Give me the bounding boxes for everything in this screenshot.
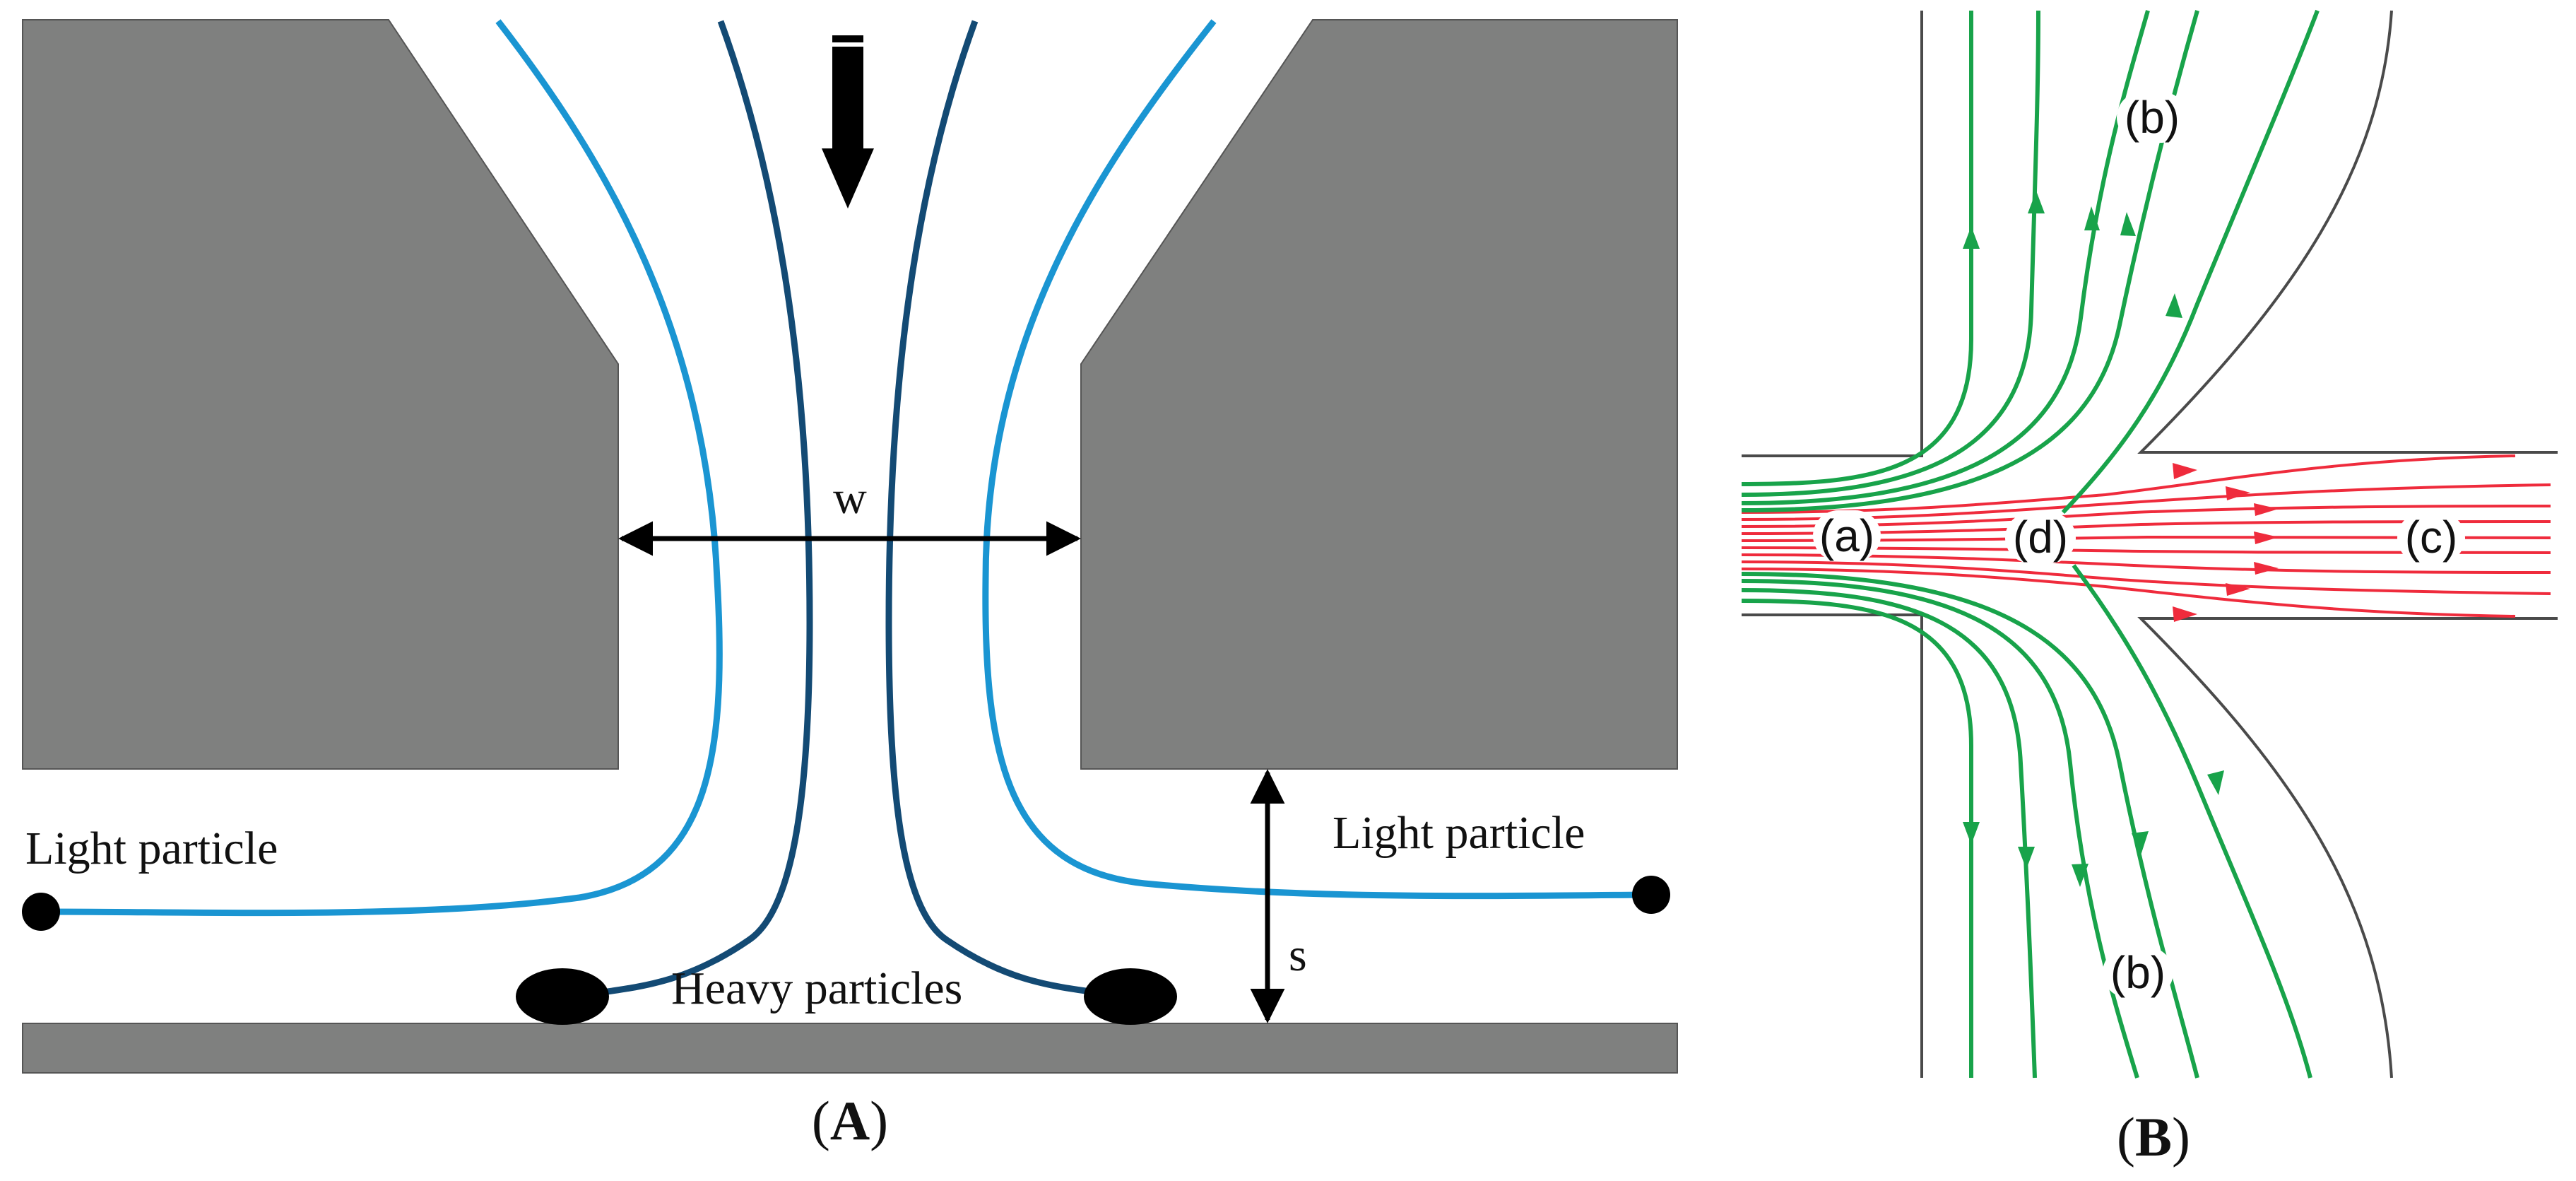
red-streamline xyxy=(1741,553,2551,574)
heavy-particles-label: Heavy particles xyxy=(671,963,962,1014)
width-label: w xyxy=(833,472,867,524)
outflow-streamlines-lower xyxy=(1741,564,2312,1079)
light-particle-right xyxy=(1632,876,1670,914)
light-particle-left-label: Light particle xyxy=(25,823,278,874)
panel-b: (a) (d) (c) (b) (b) (B) xyxy=(1741,9,2558,1168)
green-streamline xyxy=(1741,10,2040,497)
region-b-top-label-bg xyxy=(2117,92,2187,143)
green-streamline xyxy=(1741,572,2199,1079)
green-streamline xyxy=(1741,588,2037,1079)
light-particle-streamline-left xyxy=(42,19,723,917)
red-streamline xyxy=(1741,483,2551,521)
impaction-plate xyxy=(22,1023,1678,1074)
region-c-label-bg xyxy=(2397,512,2465,563)
inflow-arrow-icon xyxy=(822,35,874,208)
region-c-label: (c) xyxy=(2405,512,2458,563)
region-b-top-label: (b) xyxy=(2125,92,2180,143)
heavy-particle-right xyxy=(1084,968,1177,1025)
green-streamline xyxy=(1741,599,1973,1078)
heavy-particle-streamline-left xyxy=(596,20,813,997)
region-b-bottom-label: (b) xyxy=(2110,947,2166,998)
light-particle-right-label: Light particle xyxy=(1333,807,1585,859)
heavy-particle-left xyxy=(516,968,609,1025)
green-streamline xyxy=(1741,579,2139,1079)
green-streamline xyxy=(1741,11,1973,486)
left-nozzle-block xyxy=(22,19,619,770)
left-wall-upper xyxy=(1742,11,1923,457)
green-streamline xyxy=(1741,10,2150,505)
region-a-label: (a) xyxy=(1819,510,1874,561)
right-nozzle-block xyxy=(1080,19,1678,770)
inflow-arrowheads xyxy=(2173,463,2279,622)
panel-b-caption: (B) xyxy=(2117,1106,2190,1168)
region-b-bottom-label-bg xyxy=(2103,947,2173,998)
red-streamline xyxy=(1741,505,2551,528)
gap-label: s xyxy=(1289,929,1307,981)
panel-a-caption: (A) xyxy=(812,1090,888,1151)
green-streamline xyxy=(2061,9,2320,515)
region-d-label: (d) xyxy=(2013,512,2068,563)
red-streamline xyxy=(1741,454,2516,514)
red-streamline xyxy=(1741,568,2516,618)
red-streamline xyxy=(1741,560,2551,595)
light-particle-left xyxy=(22,893,60,931)
region-d-label-bg xyxy=(2005,512,2076,563)
light-particle-streamline-right xyxy=(982,19,1648,900)
left-wall-lower xyxy=(1742,613,1923,1078)
outflow-arrowheads xyxy=(1963,191,2224,887)
heavy-particle-streamline-right xyxy=(885,20,1103,997)
outflow-streamlines-upper xyxy=(1741,9,2320,515)
region-a-label-bg xyxy=(1813,510,1881,561)
green-streamline xyxy=(2072,564,2312,1079)
nozzle-wall-lower xyxy=(2137,617,2558,1079)
panel-a: w s Light particle Light particle Heavy … xyxy=(22,19,1678,1151)
nozzle-wall-upper xyxy=(2137,10,2558,454)
